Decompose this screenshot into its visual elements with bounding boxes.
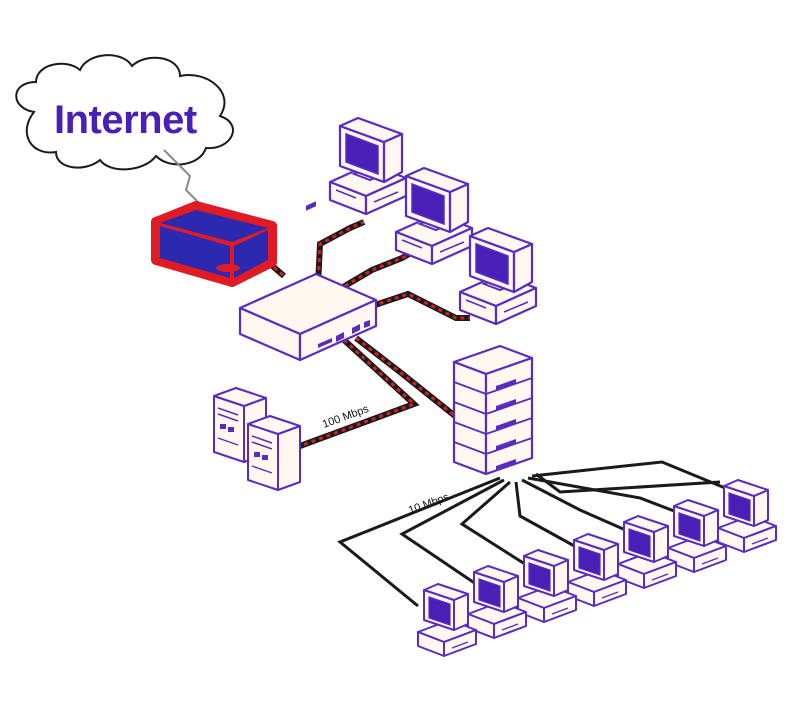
desktop-pc-icon <box>667 499 727 573</box>
hub-pc-cables <box>337 460 731 608</box>
workstation-icon <box>458 226 538 326</box>
switch-server-cable <box>298 337 420 449</box>
hub-stack-icon <box>452 344 534 476</box>
internet-cloud-icon: Internet <box>15 54 234 171</box>
desktop-pc-icon <box>417 583 477 657</box>
router-icon <box>151 201 277 287</box>
server-tower-icon <box>247 415 301 491</box>
workstation-icon <box>394 166 474 266</box>
desktop-pc-icon <box>617 515 677 589</box>
desktop-pc-icon <box>717 479 777 553</box>
internet-label: Internet <box>54 98 197 142</box>
desktop-pc-icon <box>517 549 577 623</box>
switch-hub-cable <box>354 335 462 423</box>
desktop-pc-icon <box>467 565 527 639</box>
desktop-pc-icon <box>567 533 627 607</box>
workstation-icon <box>328 116 408 216</box>
switch-icon <box>238 201 378 362</box>
